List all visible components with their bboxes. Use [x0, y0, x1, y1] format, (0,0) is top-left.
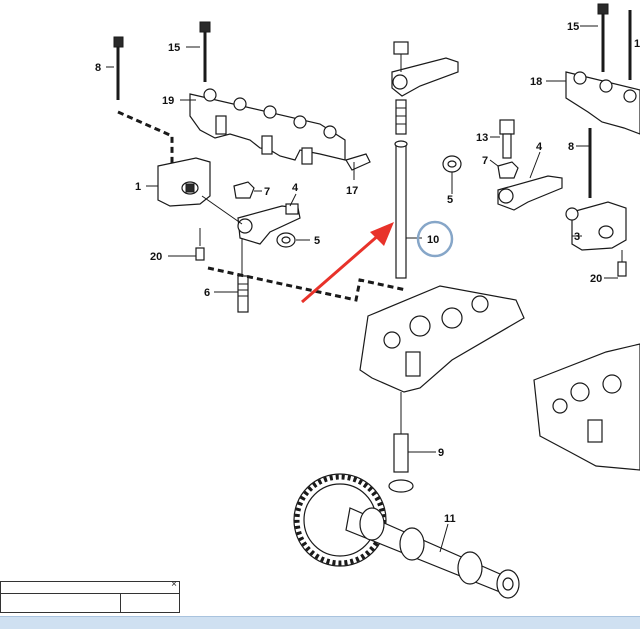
push-rod-10 [394, 140, 408, 279]
highlight-arrow [301, 222, 394, 304]
tappet-9 [388, 433, 414, 493]
bolt-13 [499, 119, 515, 159]
label-9: 9 [438, 447, 444, 459]
mini-panel-row [1, 593, 179, 612]
mini-panel-cell [120, 594, 121, 612]
rocker-shaft-18 [565, 71, 640, 135]
label-1-right: 1 [634, 38, 640, 50]
dowel-20-left [195, 228, 205, 261]
assembly-path-left [117, 110, 174, 166]
label-1-left: 1 [135, 181, 141, 193]
label-6: 6 [204, 287, 210, 299]
label-20-left: 20 [150, 251, 162, 263]
pin-17 [345, 153, 371, 171]
bolt-8-left [113, 36, 124, 100]
label-5-left: 5 [314, 235, 320, 247]
callout-labels: 8 15 19 1 7 4 5 6 20 17 10 9 11 15 1 18 … [95, 21, 640, 525]
rocker-arm-4-right [497, 175, 563, 211]
rocker-arm-top [391, 57, 459, 97]
rocker-arm-4-left [237, 203, 301, 245]
cylinder-head-center [359, 285, 525, 393]
bolt-15-left [199, 21, 211, 82]
label-19: 19 [162, 95, 174, 107]
washer-5-right [442, 155, 462, 173]
label-18: 18 [530, 76, 542, 88]
label-4-right: 4 [536, 141, 543, 153]
label-11: 11 [444, 513, 456, 525]
label-3: 3 [574, 231, 580, 243]
cylinder-head-right [533, 343, 640, 471]
nut-top [393, 41, 409, 55]
label-7-left: 7 [264, 186, 270, 198]
leader-lines [106, 25, 618, 553]
label-10: 10 [427, 234, 439, 246]
close-icon[interactable]: × [171, 579, 177, 590]
washer-5-left [276, 232, 296, 248]
label-20-right: 20 [590, 273, 602, 285]
label-15-left: 15 [168, 42, 180, 54]
label-13: 13 [476, 132, 488, 144]
assembly-path-main [207, 266, 407, 302]
nut-7-right [497, 161, 519, 179]
label-7-right: 7 [482, 155, 488, 167]
rocker-shaft-19 [189, 88, 346, 165]
label-17: 17 [346, 185, 358, 197]
label-8-right: 8 [568, 141, 574, 153]
bracket-3 [565, 201, 627, 251]
camshaft-11 [293, 473, 520, 599]
nut-7-left [233, 181, 255, 199]
bolt-15-right [597, 3, 609, 72]
adjusting-screw-top [395, 99, 407, 135]
label-8-left: 8 [95, 62, 101, 74]
bracket-1 [157, 157, 211, 207]
mini-panel: × [0, 579, 180, 613]
label-5-right: 5 [447, 194, 453, 206]
label-4-left: 4 [292, 182, 299, 194]
bottom-bar [0, 616, 640, 629]
dowel-20-right [617, 250, 627, 277]
highlight-circle [416, 220, 454, 258]
label-15-right: 15 [567, 21, 579, 33]
adjusting-screw-6 [237, 275, 249, 313]
